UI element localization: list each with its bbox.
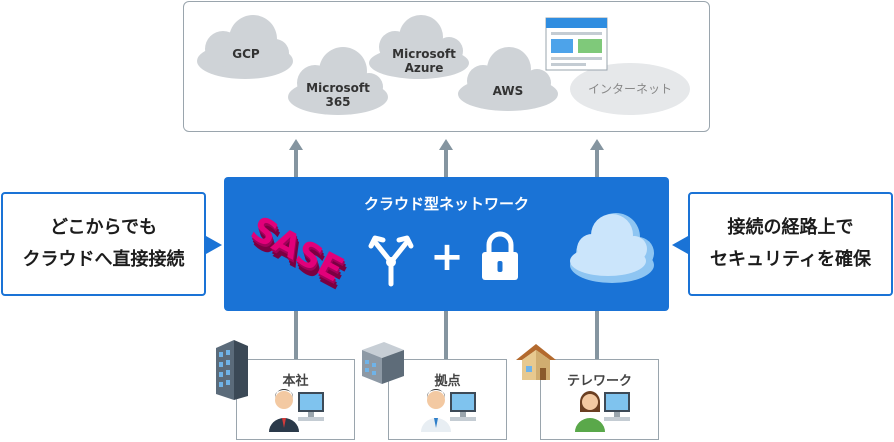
padlock-icon — [482, 231, 518, 280]
right-callout-pointer — [672, 236, 688, 254]
left-callout-line1: どこからでも — [50, 217, 157, 238]
office-building-icon — [216, 340, 248, 400]
ms365-cloud-icon — [288, 47, 388, 115]
azure-label: Microsoft Azure — [385, 47, 463, 75]
telework-label: テレワーク — [566, 374, 632, 389]
cloud-shapes — [197, 15, 690, 115]
right-callout-line2: セキュリティを確保 — [710, 249, 871, 270]
right-callout-line1: 接続の経路上で — [727, 217, 854, 238]
aws-cloud-icon — [458, 47, 558, 111]
center-title: クラウド型ネットワーク — [363, 195, 529, 213]
gcp-cloud-icon — [197, 15, 293, 79]
sase-logo: SASE SASE SASE SASE — [244, 209, 352, 298]
azure-cloud-icon — [369, 15, 469, 79]
hq-worker-pc-icon — [269, 389, 324, 432]
ms365-label-line2: 365 — [325, 95, 351, 109]
branch-label: 拠点 — [434, 374, 461, 389]
gcp-label: GCP — [232, 47, 260, 61]
plus-sign: + — [430, 234, 464, 280]
home-house-icon — [516, 344, 556, 380]
branch-building-icon — [362, 342, 404, 384]
ms365-label: Microsoft 365 — [302, 81, 374, 109]
telework-worker-pc-icon — [575, 391, 630, 432]
aws-label: AWS — [492, 84, 524, 98]
ms365-label-line1: Microsoft — [306, 81, 370, 95]
left-callout-pointer — [206, 236, 222, 254]
branch-worker-pc-icon — [421, 389, 476, 432]
azure-label-line1: Microsoft — [392, 47, 456, 61]
telework-location-box: テレワーク — [540, 359, 659, 440]
cloud-3d-icon — [570, 213, 654, 283]
browser-window-icon — [545, 17, 608, 71]
hq-label: 本社 — [282, 374, 309, 389]
cloud-network-box: クラウド型ネットワーク SASE SASE SASE SASE + — [224, 177, 669, 311]
right-callout-box: 接続の経路上で セキュリティを確保 — [688, 192, 893, 296]
left-callout-line2: クラウドへ直接接続 — [22, 249, 185, 270]
left-callout-box: どこからでも クラウドへ直接接続 — [1, 192, 206, 296]
azure-label-line2: Azure — [404, 61, 444, 75]
internet-label: インターネット — [587, 82, 672, 96]
internet-ellipse-icon — [570, 63, 690, 115]
branch-split-icon — [368, 235, 414, 287]
